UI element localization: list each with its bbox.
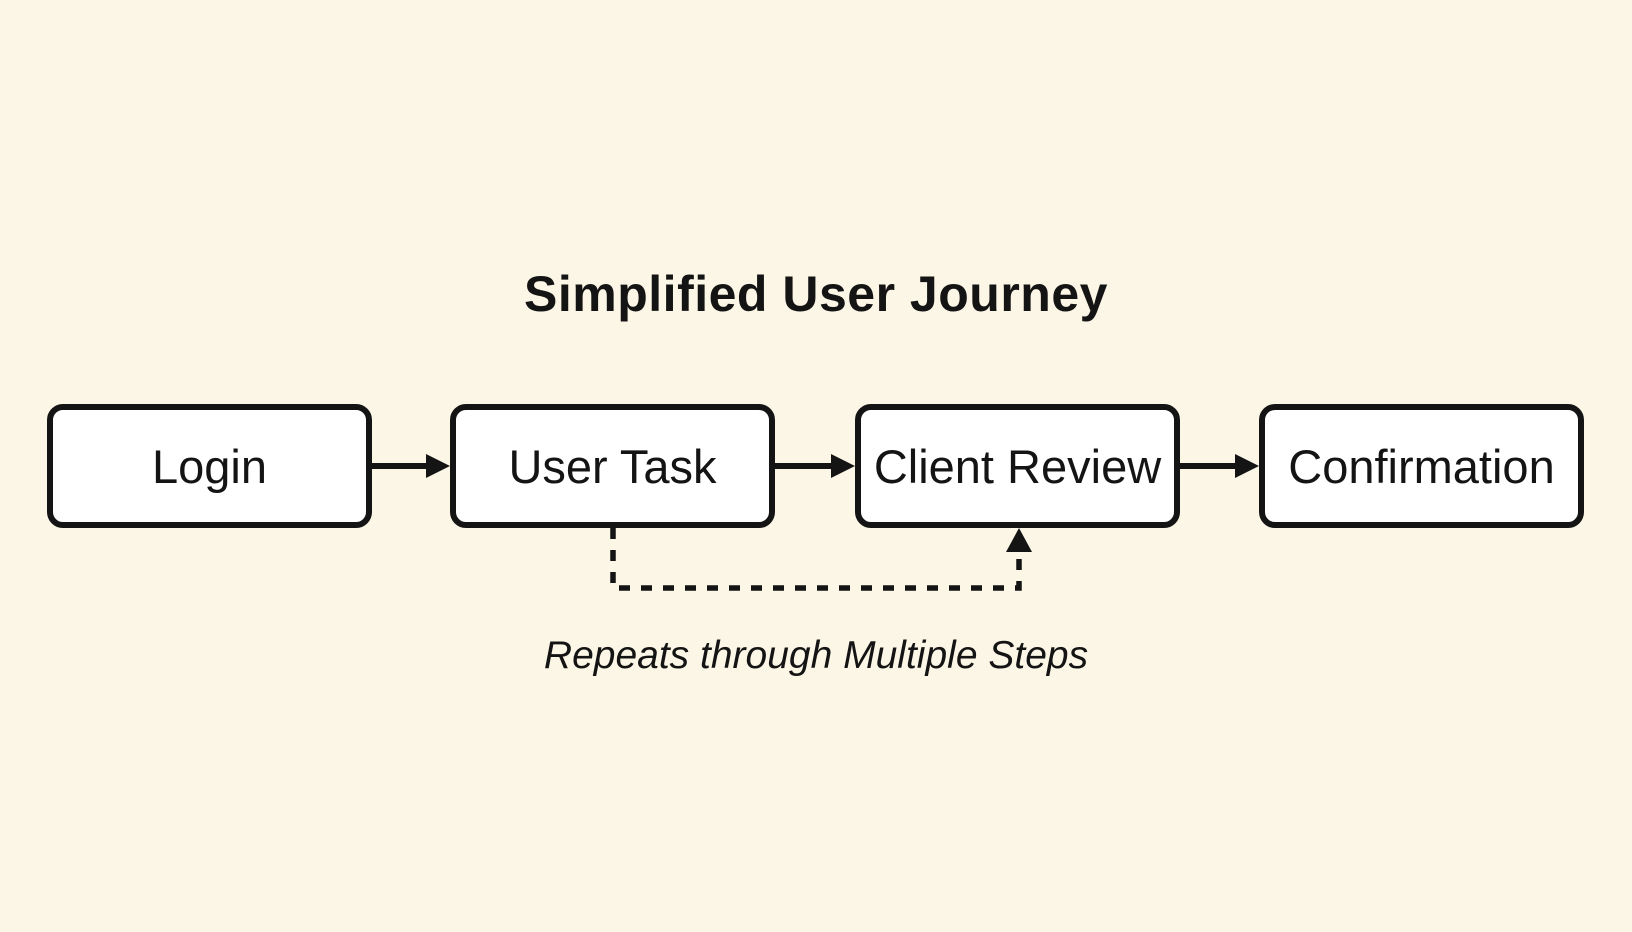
node-confirmation: Confirmation <box>1259 404 1584 528</box>
node-login: Login <box>47 404 372 528</box>
diagram-title: Simplified User Journey <box>524 266 1108 322</box>
arrow-login-to-user-task <box>372 454 450 478</box>
node-confirmation-label: Confirmation <box>1288 439 1555 493</box>
arrow-user-task-to-client-review <box>775 454 855 478</box>
node-login-label: Login <box>152 439 267 493</box>
node-client-review: Client Review <box>855 404 1180 528</box>
arrowhead-right-icon <box>426 454 450 478</box>
node-user-task-label: User Task <box>508 439 717 493</box>
loop-caption: Repeats through Multiple Steps <box>543 634 1089 677</box>
arrowhead-up-icon <box>1006 528 1032 552</box>
arrowhead-right-icon <box>831 454 855 478</box>
node-user-task: User Task <box>450 404 775 528</box>
arrowhead-right-icon <box>1235 454 1259 478</box>
dashed-loop-user-task-to-client-review <box>610 528 1032 591</box>
arrow-client-review-to-confirmation <box>1180 454 1259 478</box>
node-client-review-label: Client Review <box>873 439 1162 493</box>
